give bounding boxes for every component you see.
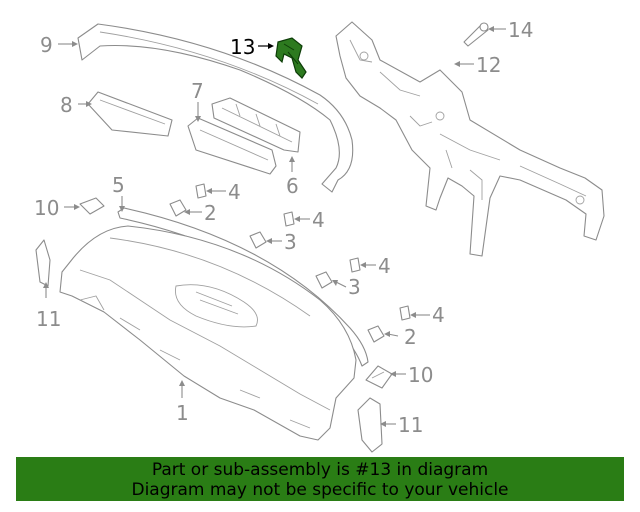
callout-7: 7 bbox=[191, 79, 204, 103]
part-12-cross-car-beam bbox=[335, 21, 605, 257]
part-10-vent-right bbox=[365, 365, 393, 389]
callout-3-b: 3 bbox=[348, 275, 361, 299]
banner-line-part-info: Part or sub-assembly is #13 in diagram bbox=[151, 460, 489, 480]
part-10-vent-left bbox=[79, 197, 105, 215]
callout-14: 14 bbox=[508, 18, 533, 42]
part-4-screw-c bbox=[349, 257, 361, 273]
info-banner: Part or sub-assembly is #13 in diagram D… bbox=[16, 457, 624, 501]
part-13-highlighted-bracket bbox=[275, 37, 307, 79]
callout-4-a: 4 bbox=[228, 180, 241, 204]
callout-11-left: 11 bbox=[36, 307, 61, 331]
part-6-duct bbox=[211, 97, 301, 153]
leader-lines bbox=[43, 26, 506, 427]
callout-5: 5 bbox=[112, 173, 125, 197]
part-4-screw-d bbox=[399, 305, 411, 321]
callout-2-b: 2 bbox=[404, 325, 417, 349]
callout-12: 12 bbox=[476, 53, 501, 77]
part-4-screw-b bbox=[283, 211, 295, 227]
part-4-screw-a bbox=[195, 183, 207, 199]
part-3-nut-b bbox=[315, 271, 333, 289]
part-3-nut-a bbox=[249, 231, 267, 249]
callout-9: 9 bbox=[40, 33, 53, 57]
callout-3-a: 3 bbox=[284, 230, 297, 254]
part-11-right-side-cap bbox=[357, 397, 383, 453]
callout-8: 8 bbox=[60, 93, 73, 117]
part-1-instrument-panel bbox=[59, 225, 357, 441]
callout-6: 6 bbox=[286, 174, 299, 198]
callout-10-right: 10 bbox=[408, 363, 433, 387]
parts-diagram: 9 8 7 6 5 10 11 1 4 2 4 3 4 3 4 2 10 11 … bbox=[34, 18, 605, 453]
part-9-upper-trim-strip bbox=[77, 23, 354, 193]
callout-11-right: 11 bbox=[398, 413, 423, 437]
part-14-bolt bbox=[463, 22, 489, 47]
callout-4-c: 4 bbox=[378, 254, 391, 278]
part-2-clip-a bbox=[169, 199, 187, 217]
callout-1: 1 bbox=[176, 401, 189, 425]
callout-2-a: 2 bbox=[204, 201, 217, 225]
part-8-left-panel bbox=[87, 91, 173, 137]
part-11-left-side-cap bbox=[35, 239, 51, 287]
callout-4-d: 4 bbox=[432, 303, 445, 327]
callout-4-b: 4 bbox=[312, 208, 325, 232]
callout-13-highlighted: 13 bbox=[230, 35, 255, 59]
callout-10-left: 10 bbox=[34, 196, 59, 220]
banner-line-disclaimer: Diagram may not be specific to your vehi… bbox=[131, 480, 509, 500]
part-2-clip-b bbox=[367, 325, 385, 343]
